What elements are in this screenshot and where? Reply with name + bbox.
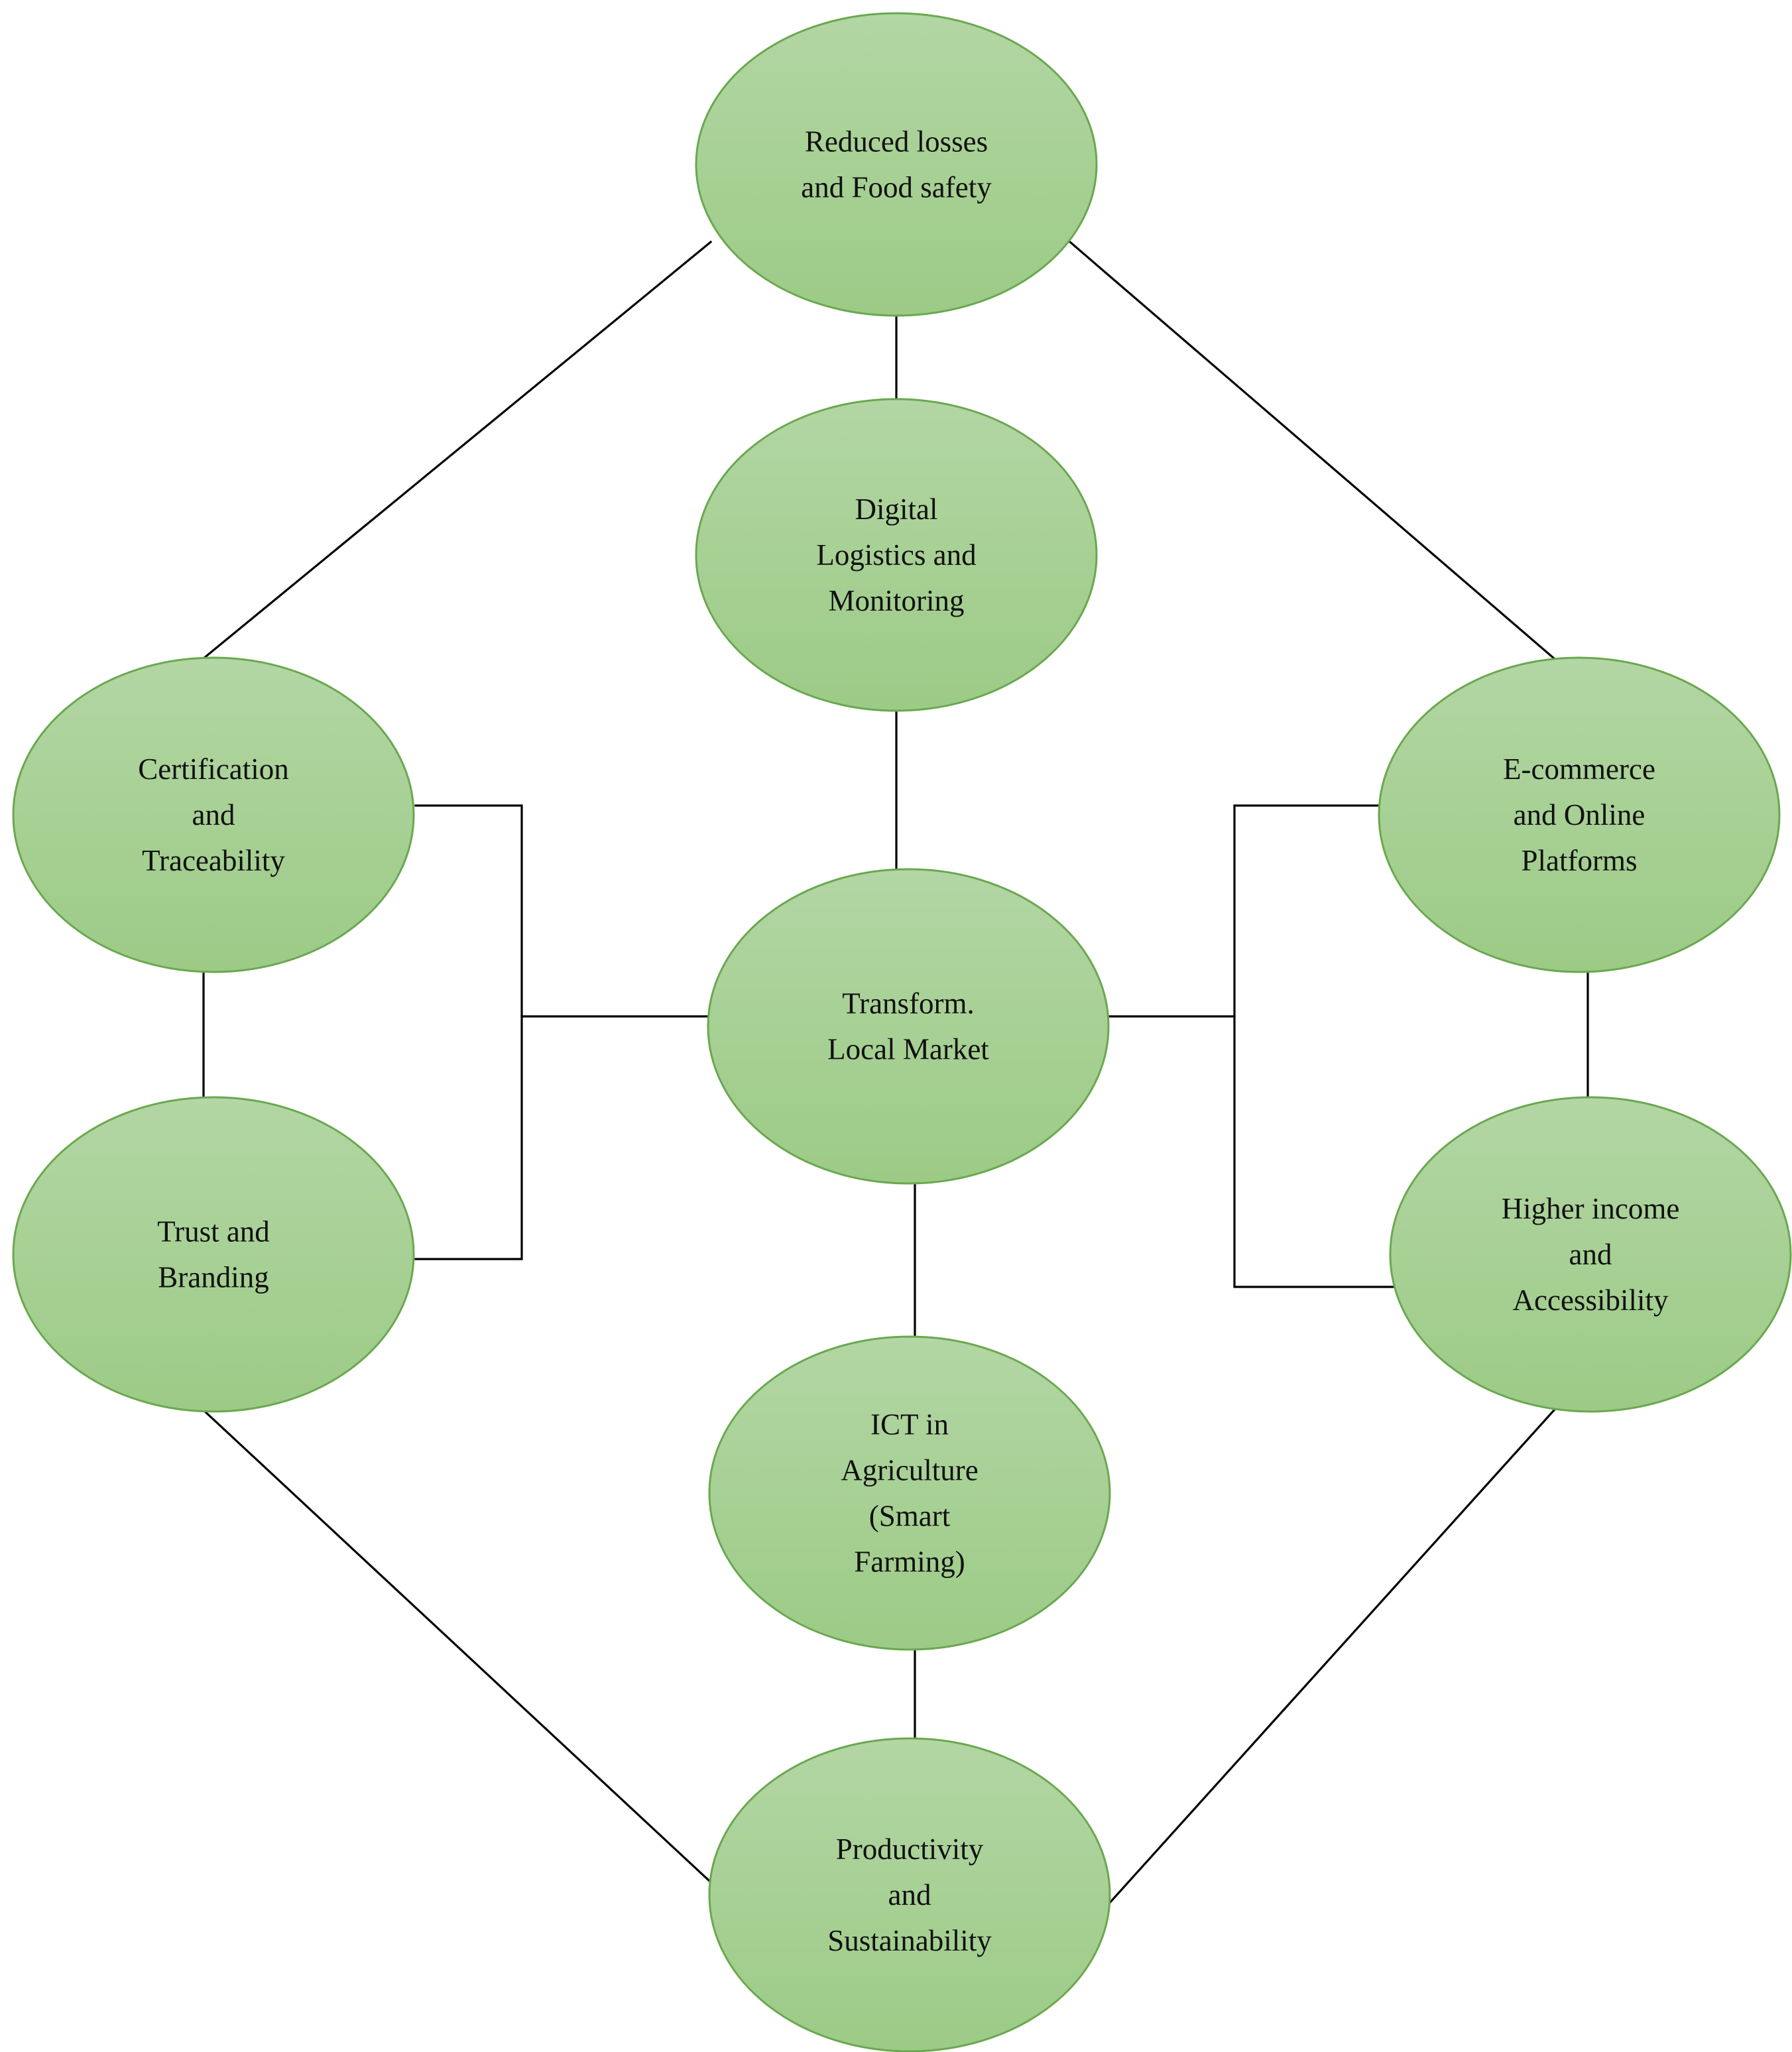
node-label: Transform. Local Market — [827, 987, 989, 1066]
node-label-line: and — [888, 1878, 931, 1911]
node-label-line: Agriculture — [841, 1454, 978, 1487]
node-ellipse — [708, 1737, 1111, 2052]
node-ellipse — [708, 1335, 1111, 1651]
node-ellipse — [695, 398, 1098, 712]
node-label-line: Logistics and — [816, 538, 976, 572]
node-label-line: Platforms — [1522, 844, 1638, 877]
connector-lines — [202, 240, 1589, 1906]
node-ellipse — [1389, 1096, 1792, 1413]
node-label-line: Local Market — [827, 1033, 989, 1066]
node-ellipse — [695, 12, 1098, 317]
node-label-line: E-commerce — [1503, 753, 1655, 786]
connector-reduced-losses-certification — [202, 240, 713, 660]
node-ellipse — [707, 868, 1110, 1185]
node-label: Reduced losses and Food safety — [801, 125, 992, 204]
node-transform-market: Transform. Local Market — [707, 868, 1110, 1185]
node-label-line: (Smart — [869, 1500, 951, 1533]
node-label-line: Traceability — [142, 844, 285, 877]
node-label-line: Higher income — [1502, 1192, 1680, 1225]
node-ellipse — [12, 656, 415, 973]
node-label-line: Reduced losses — [805, 125, 988, 158]
node-label-line: Transform. — [842, 987, 975, 1020]
node-label-line: Trust and — [157, 1215, 270, 1248]
node-label-line: and — [1569, 1238, 1612, 1271]
node-label-line: Accessibility — [1513, 1284, 1669, 1317]
node-label-line: Monitoring — [828, 584, 964, 617]
node-label-line: Branding — [158, 1261, 269, 1294]
node-label-line: and — [192, 798, 235, 831]
node-label-line: and Online — [1514, 798, 1645, 831]
connector-right-bracket — [1233, 804, 1413, 1288]
node-reduced-losses: Reduced losses and Food safety — [695, 12, 1098, 317]
node-label-line: Digital — [855, 493, 938, 526]
connector-reduced-losses-ecommerce — [1068, 240, 1556, 660]
connector-left-bracket — [414, 804, 523, 1260]
node-label-line: Sustainability — [827, 1924, 992, 1957]
connector-trust-branding-productivity — [202, 1408, 711, 1883]
node-label-line: Productivity — [836, 1833, 984, 1866]
node-ellipse — [12, 1096, 415, 1413]
node-label-line: and Food safety — [801, 171, 992, 204]
connector-higher-income-productivity — [1106, 1408, 1556, 1906]
node-label-line: ICT in — [870, 1408, 949, 1441]
node-ellipse — [1378, 656, 1781, 973]
node-label-line: Farming) — [854, 1545, 965, 1579]
node-label-line: Certification — [138, 753, 288, 786]
